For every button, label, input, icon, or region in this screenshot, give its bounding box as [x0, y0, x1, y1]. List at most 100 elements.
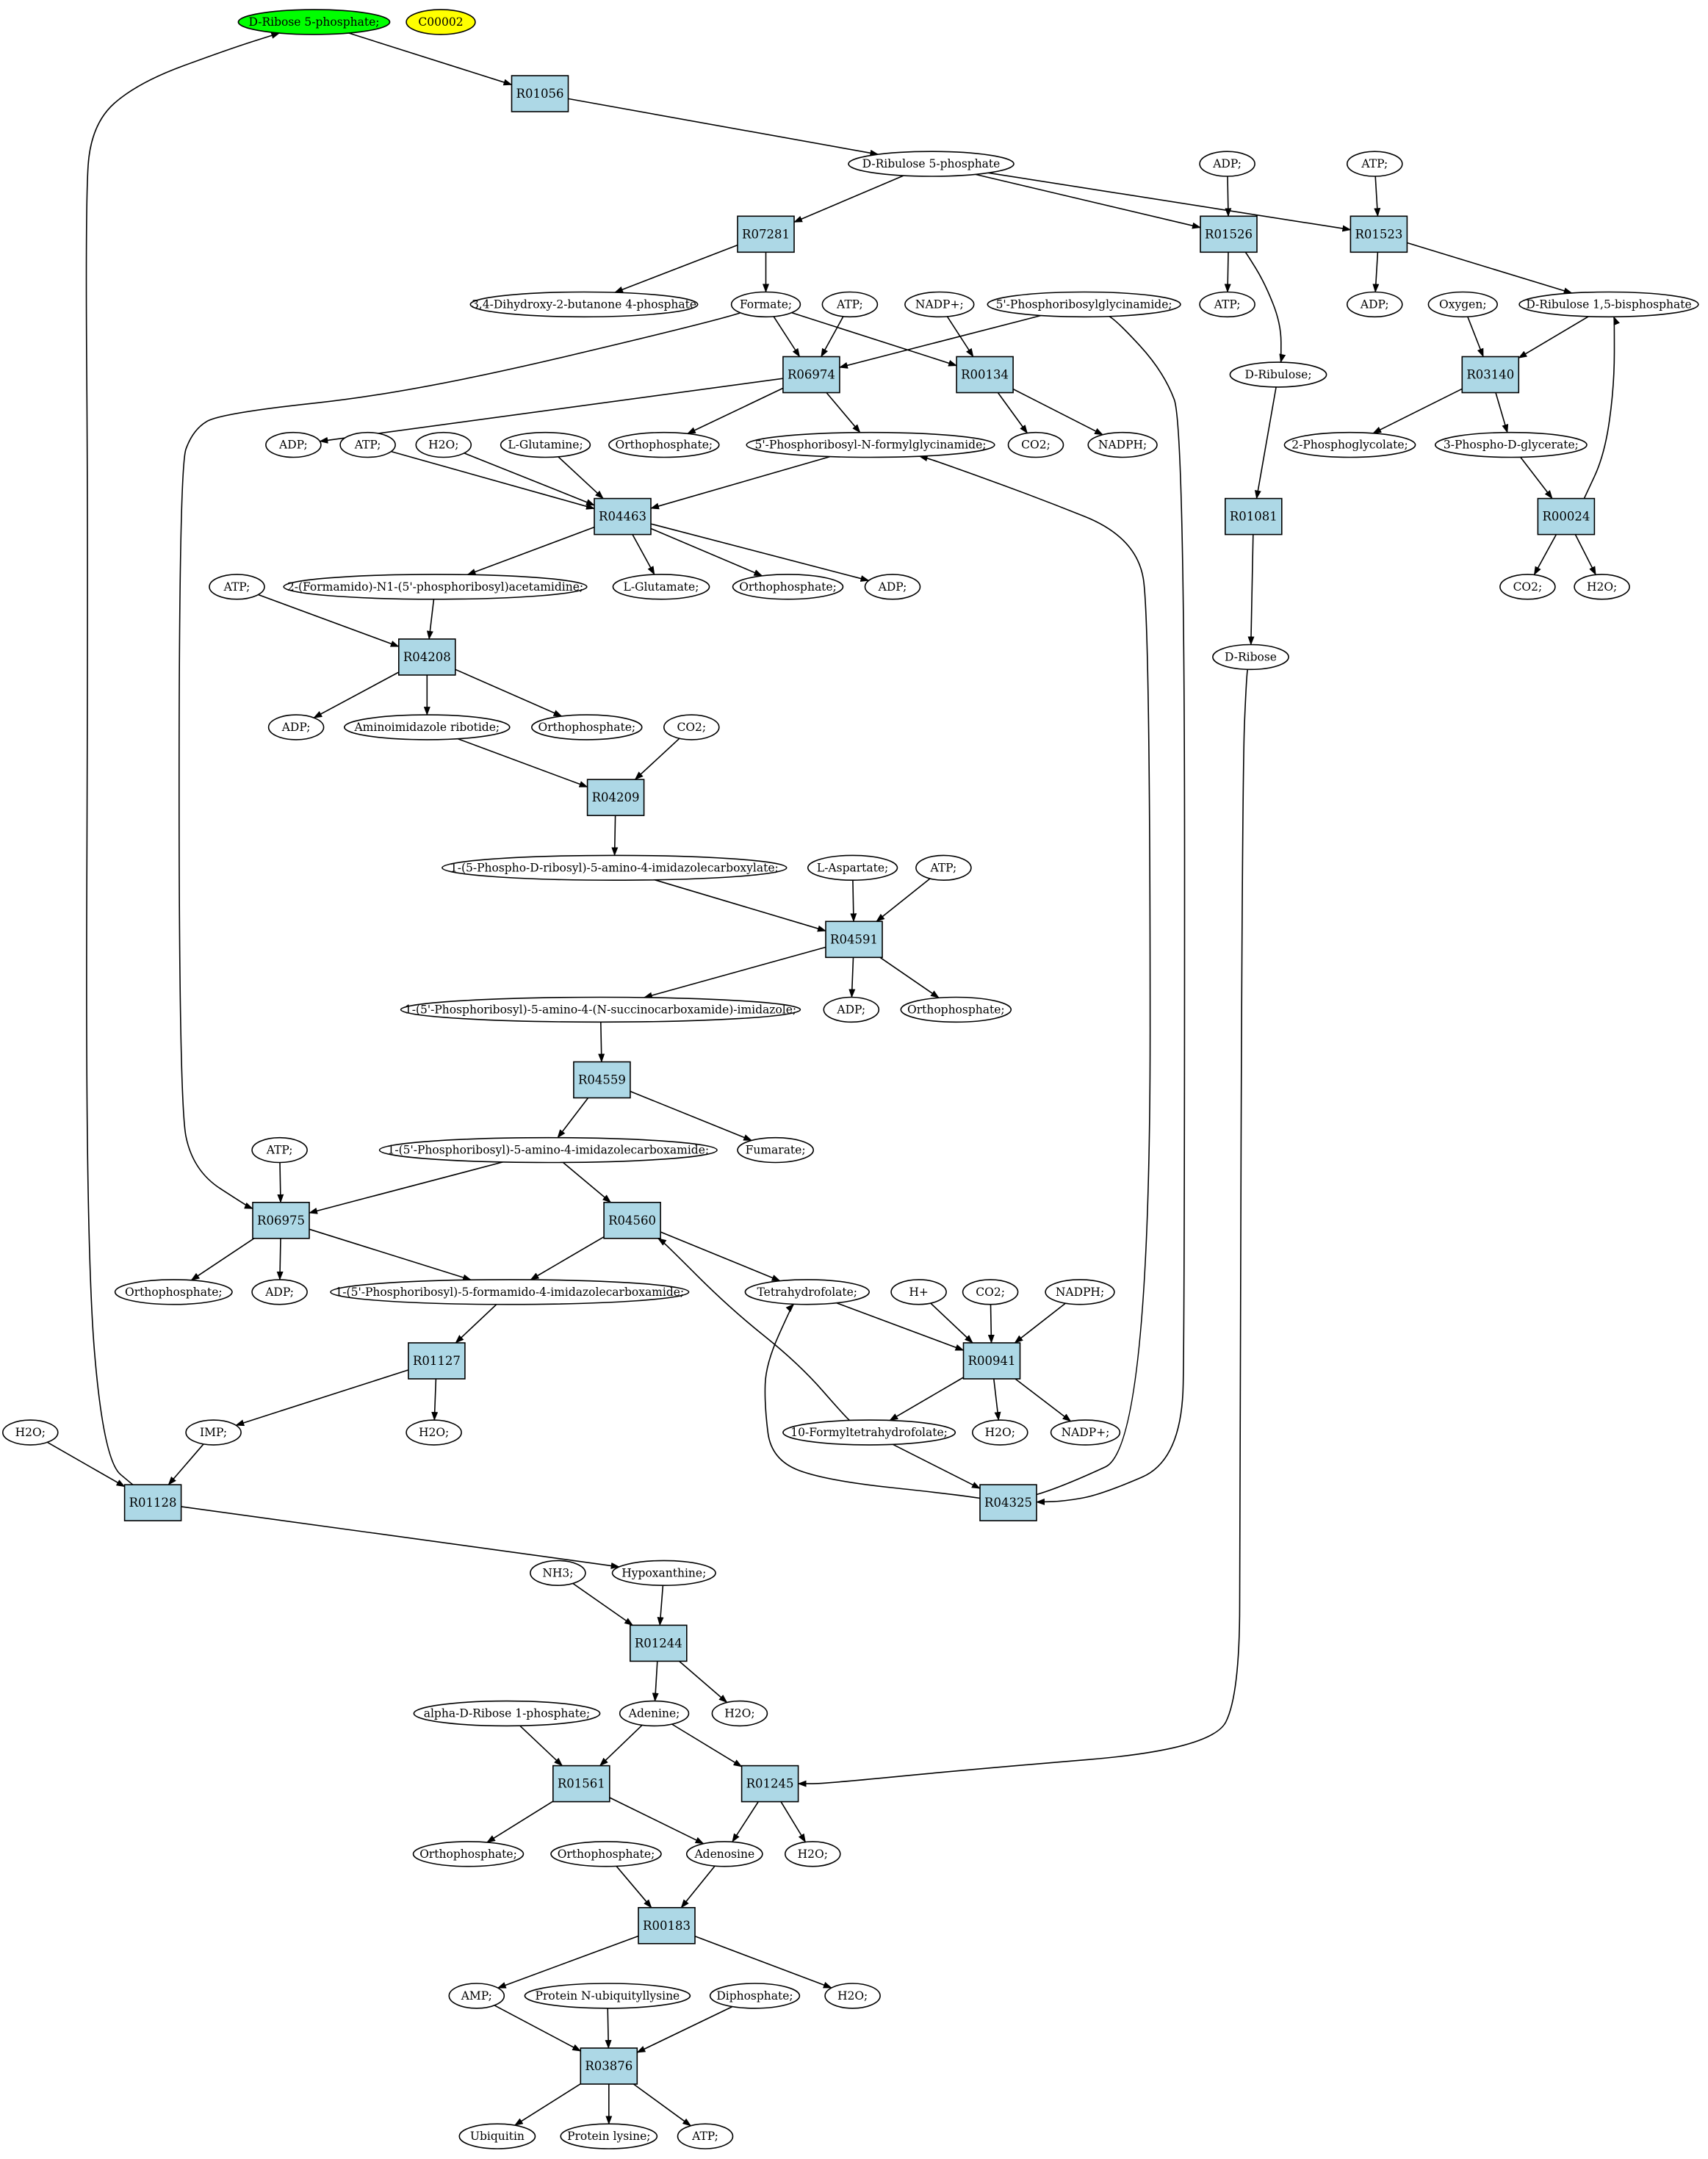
reaction-node-r00134[interactable]: R00134	[956, 356, 1014, 394]
compound-node-c-pi-r04591[interactable]: Orthophosphate;	[900, 996, 1012, 1023]
compound-node-c-atp-r06974[interactable]: ATP;	[821, 291, 879, 318]
compound-node-c-fgam[interactable]: 2-(Formamido)-N1-(5'-phosphoribosyl)acet…	[283, 574, 588, 600]
compound-node-c-h2o-r00024[interactable]: H2O;	[1574, 574, 1630, 600]
reaction-node-r04560[interactable]: R04560	[603, 1202, 661, 1239]
compound-node-c-atp-top[interactable]: ATP;	[1347, 151, 1403, 177]
compound-node-c-pi-r01561[interactable]: Orthophosphate;	[412, 1841, 525, 1867]
compound-node-c-aspartate[interactable]: L-Aspartate;	[807, 854, 898, 882]
reaction-node-r01244[interactable]: R01244	[629, 1624, 688, 1662]
compound-node-c-ribose5p[interactable]: D-Ribose 5-phosphate;	[237, 9, 391, 35]
compound-node-c-h2o-r01245[interactable]: H2O;	[785, 1841, 841, 1867]
compound-node-c-thf[interactable]: Tetrahydrofolate;	[744, 1279, 871, 1305]
compound-node-c-pi-r06975[interactable]: Orthophosphate;	[114, 1279, 233, 1305]
compound-node-c-h2o-r00183[interactable]: H2O;	[824, 1983, 881, 2009]
compound-node-c-protubk[interactable]: Protein N-ubiquityllysine	[524, 1983, 691, 2009]
reaction-node-r01128[interactable]: R01128	[123, 1484, 182, 1521]
compound-node-c-co2-r00134[interactable]: CO2;	[1007, 431, 1064, 458]
compound-node-c-co2-r00024[interactable]: CO2;	[1499, 574, 1556, 600]
compound-node-c-nadp-r00134[interactable]: NADP+;	[904, 291, 975, 318]
compound-node-c-nadph-r00941[interactable]: NADPH;	[1045, 1279, 1115, 1305]
reaction-node-r07281[interactable]: R07281	[737, 215, 795, 253]
reaction-node-r01561[interactable]: R01561	[552, 1765, 610, 1803]
reaction-node-r03140[interactable]: R03140	[1461, 356, 1520, 394]
reaction-node-r04591[interactable]: R04591	[825, 920, 883, 959]
compound-node-c-ribulose5p[interactable]: D-Ribulose 5-phosphate	[848, 151, 1015, 177]
reaction-node-r03876[interactable]: R03876	[580, 2047, 638, 2085]
compound-node-c-pi-r06974[interactable]: Orthophosphate;	[608, 431, 720, 458]
compound-node-c-nadp-r00941[interactable]: NADP+;	[1050, 1419, 1121, 1446]
compound-node-c-diphosphate[interactable]: Diphosphate;	[709, 1983, 801, 2009]
compound-node-c-faicar[interactable]: 1-(5'-Phosphoribosyl)-5-formamido-4-imid…	[330, 1279, 690, 1305]
compound-node-c-prgly[interactable]: 5'-Phosphoribosylglycinamide;	[987, 291, 1181, 318]
compound-node-c-nh3[interactable]: NH3;	[530, 1560, 586, 1587]
compound-node-c-dhbp[interactable]: 3,4-Dihydroxy-2-butanone 4-phosphate	[469, 291, 699, 318]
compound-node-c-air[interactable]: Aminoimidazole ribotide;	[343, 714, 511, 740]
compound-node-c-glutamate[interactable]: L-Glutamate;	[612, 574, 710, 600]
compound-node-c-adp-r06975[interactable]: ADP;	[251, 1279, 308, 1305]
compound-node-c-ar1p[interactable]: alpha-D-Ribose 1-phosphate;	[413, 1700, 601, 1727]
compound-node-c-c00002[interactable]: C00002	[406, 9, 476, 35]
compound-node-c-adp-top[interactable]: ADP;	[1199, 151, 1255, 177]
compound-node-c-cair[interactable]: 1-(5-Phospho-D-ribosyl)-5-amino-4-imidaz…	[442, 854, 788, 882]
compound-node-c-10fthf[interactable]: 10-Formyltetrahydrofolate;	[782, 1419, 956, 1446]
compound-node-c-atp-r04591[interactable]: ATP;	[915, 854, 972, 882]
compound-node-c-h2o-r04463[interactable]: H2O;	[415, 431, 472, 458]
compound-node-c-adp-r04208[interactable]: ADP;	[267, 714, 325, 740]
reaction-node-r01245[interactable]: R01245	[741, 1765, 799, 1803]
compound-node-c-h2o-r00941[interactable]: H2O;	[972, 1419, 1028, 1446]
compound-node-c-h2o-r01128[interactable]: H2O;	[1, 1419, 59, 1446]
reaction-node-r01526[interactable]: R01526	[1200, 215, 1258, 253]
reaction-node-r06975[interactable]: R06975	[252, 1202, 310, 1239]
compound-node-c-fgar[interactable]: 5'-Phosphoribosyl-N-formylglycinamide;	[746, 431, 995, 458]
reaction-node-r04325[interactable]: R04325	[979, 1484, 1037, 1521]
reaction-node-r00941[interactable]: R00941	[962, 1342, 1021, 1380]
compound-node-c-co2-r00941[interactable]: CO2;	[962, 1279, 1019, 1305]
compound-node-c-adp-r04463[interactable]: ADP;	[864, 574, 921, 600]
compound-node-c-h2o-r01244[interactable]: H2O;	[711, 1700, 768, 1727]
compound-node-c-pi-r04208[interactable]: Orthophosphate;	[530, 714, 643, 740]
compound-node-c-adenine[interactable]: Adenine;	[619, 1700, 690, 1727]
compound-node-c-atp-r04208[interactable]: ATP;	[209, 574, 265, 600]
compound-node-c-h-r00941[interactable]: H+	[890, 1279, 947, 1305]
compound-node-c-aicar[interactable]: 1-(5'-Phosphoribosyl)-5-amino-4-imidazol…	[378, 1136, 718, 1164]
compound-node-c-atp-r06975[interactable]: ATP;	[251, 1136, 308, 1164]
compound-node-c-atp-r03876[interactable]: ATP;	[677, 2123, 734, 2149]
compound-node-c-ribose[interactable]: D-Ribose	[1212, 644, 1289, 671]
compound-node-c-atp-r01526[interactable]: ATP;	[1199, 291, 1255, 318]
compound-node-c-nadph-r00134[interactable]: NADPH;	[1087, 431, 1158, 458]
reaction-node-r04463[interactable]: R04463	[594, 497, 652, 536]
compound-node-c-glutamine[interactable]: L-Glutamine;	[500, 431, 591, 458]
compound-node-c-pglycolate[interactable]: 2-Phosphoglycolate;	[1283, 431, 1416, 458]
compound-node-c-adp-r04591[interactable]: ADP;	[823, 996, 880, 1023]
compound-node-c-3pg[interactable]: 3-Phospho-D-glycerate;	[1434, 431, 1588, 458]
compound-node-c-amp[interactable]: AMP;	[448, 1983, 505, 2009]
compound-node-c-rubp[interactable]: D-Ribulose 1,5-bisphosphate	[1518, 291, 1699, 318]
compound-node-c-imp[interactable]: IMP;	[185, 1419, 242, 1446]
compound-node-c-h2o-r01127[interactable]: H2O;	[406, 1419, 462, 1446]
compound-node-c-protlys[interactable]: Protein lysine;	[560, 2123, 658, 2149]
reaction-node-r01056[interactable]: R01056	[511, 75, 569, 112]
reaction-node-r04208[interactable]: R04208	[397, 638, 456, 676]
compound-node-c-saicar[interactable]: 1-(5'-Phosphoribosyl)-5-amino-4-(N-succi…	[400, 996, 801, 1023]
reaction-node-r01127[interactable]: R01127	[408, 1342, 466, 1380]
reaction-node-r04559[interactable]: R04559	[573, 1061, 631, 1099]
compound-node-c-pi-r04463[interactable]: Orthophosphate;	[732, 574, 844, 600]
compound-node-c-oxygen[interactable]: Oxygen;	[1427, 291, 1499, 318]
compound-node-c-ribulose[interactable]: D-Ribulose;	[1229, 361, 1327, 388]
reaction-node-r00024[interactable]: R00024	[1537, 497, 1596, 536]
reaction-node-r04209[interactable]: R04209	[586, 779, 645, 816]
compound-node-c-pi-r00183[interactable]: Orthophosphate;	[550, 1841, 662, 1867]
compound-node-c-fumarate[interactable]: Fumarate;	[737, 1136, 814, 1164]
compound-node-c-ubiquitin[interactable]: Ubiquitin	[458, 2123, 536, 2149]
compound-node-c-adp-r01523[interactable]: ADP;	[1347, 291, 1403, 318]
compound-node-c-adp-r06974[interactable]: ADP;	[265, 431, 322, 458]
compound-node-c-formate[interactable]: Formate;	[730, 291, 801, 318]
compound-node-c-atp-r04463[interactable]: ATP;	[339, 431, 396, 458]
reaction-node-r00183[interactable]: R00183	[638, 1907, 696, 1944]
compound-node-c-adenosine[interactable]: Adenosine	[685, 1841, 763, 1867]
compound-node-c-hypoxanthine[interactable]: Hypoxanthine;	[611, 1560, 716, 1587]
reaction-node-r06974[interactable]: R06974	[782, 356, 840, 394]
reaction-node-r01523[interactable]: R01523	[1350, 215, 1408, 253]
reaction-node-r01081[interactable]: R01081	[1225, 497, 1283, 536]
compound-node-c-co2-r04209[interactable]: CO2;	[663, 714, 720, 740]
